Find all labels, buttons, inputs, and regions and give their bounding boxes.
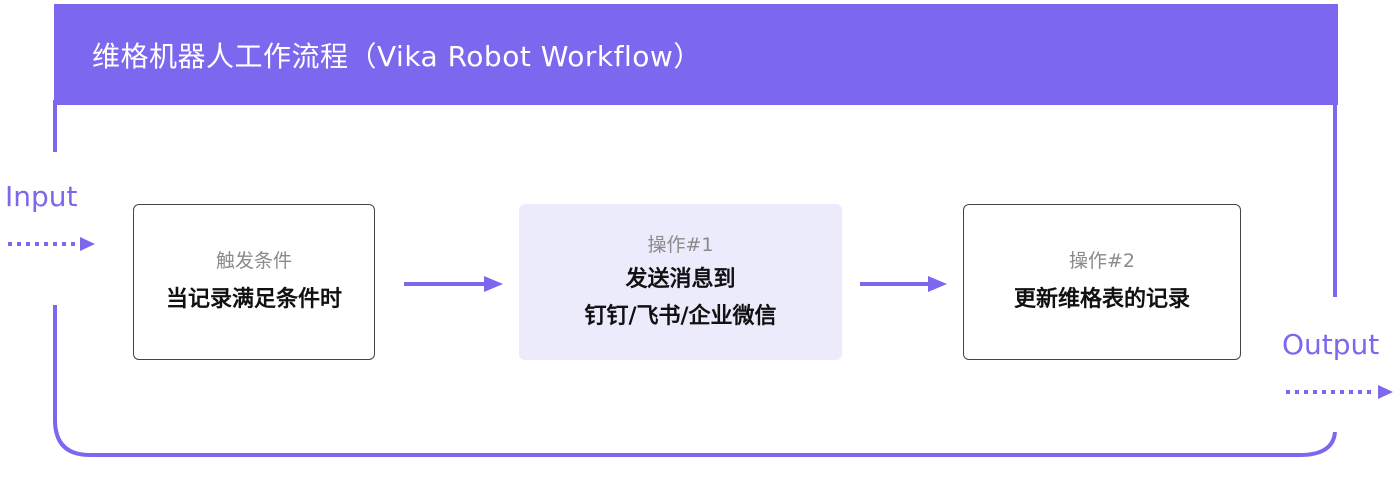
action-2-text: 更新维格表的记录	[1013, 287, 1190, 312]
action-1-text: 发送消息到 钉钉/飞书/企业微信	[584, 266, 777, 329]
header-bar: 维格机器人工作流程（Vika Robot Workflow）	[54, 4, 1338, 105]
output-label: Output	[1282, 328, 1380, 361]
trigger-text: 当记录满足条件时	[165, 287, 342, 312]
trigger-node: 触发条件 当记录满足条件时	[133, 204, 375, 360]
action-2-node: 操作#2 更新维格表的记录	[963, 204, 1241, 360]
page-title: 维格机器人工作流程（Vika Robot Workflow）	[92, 39, 702, 73]
trigger-caption: 触发条件	[215, 250, 292, 272]
action-1-node: 操作#1 发送消息到 钉钉/飞书/企业微信	[519, 204, 842, 360]
output-arrowhead	[1378, 385, 1393, 399]
action-1-caption: 操作#1	[647, 233, 714, 256]
input-arrowhead	[80, 237, 95, 251]
input-label: Input	[5, 180, 78, 213]
arrow-trigger-to-action1-head	[484, 276, 503, 292]
action-2-caption: 操作#2	[1068, 250, 1135, 272]
arrow-action1-to-action2-head	[928, 276, 947, 292]
frame-bottom-loop	[53, 305, 1337, 457]
